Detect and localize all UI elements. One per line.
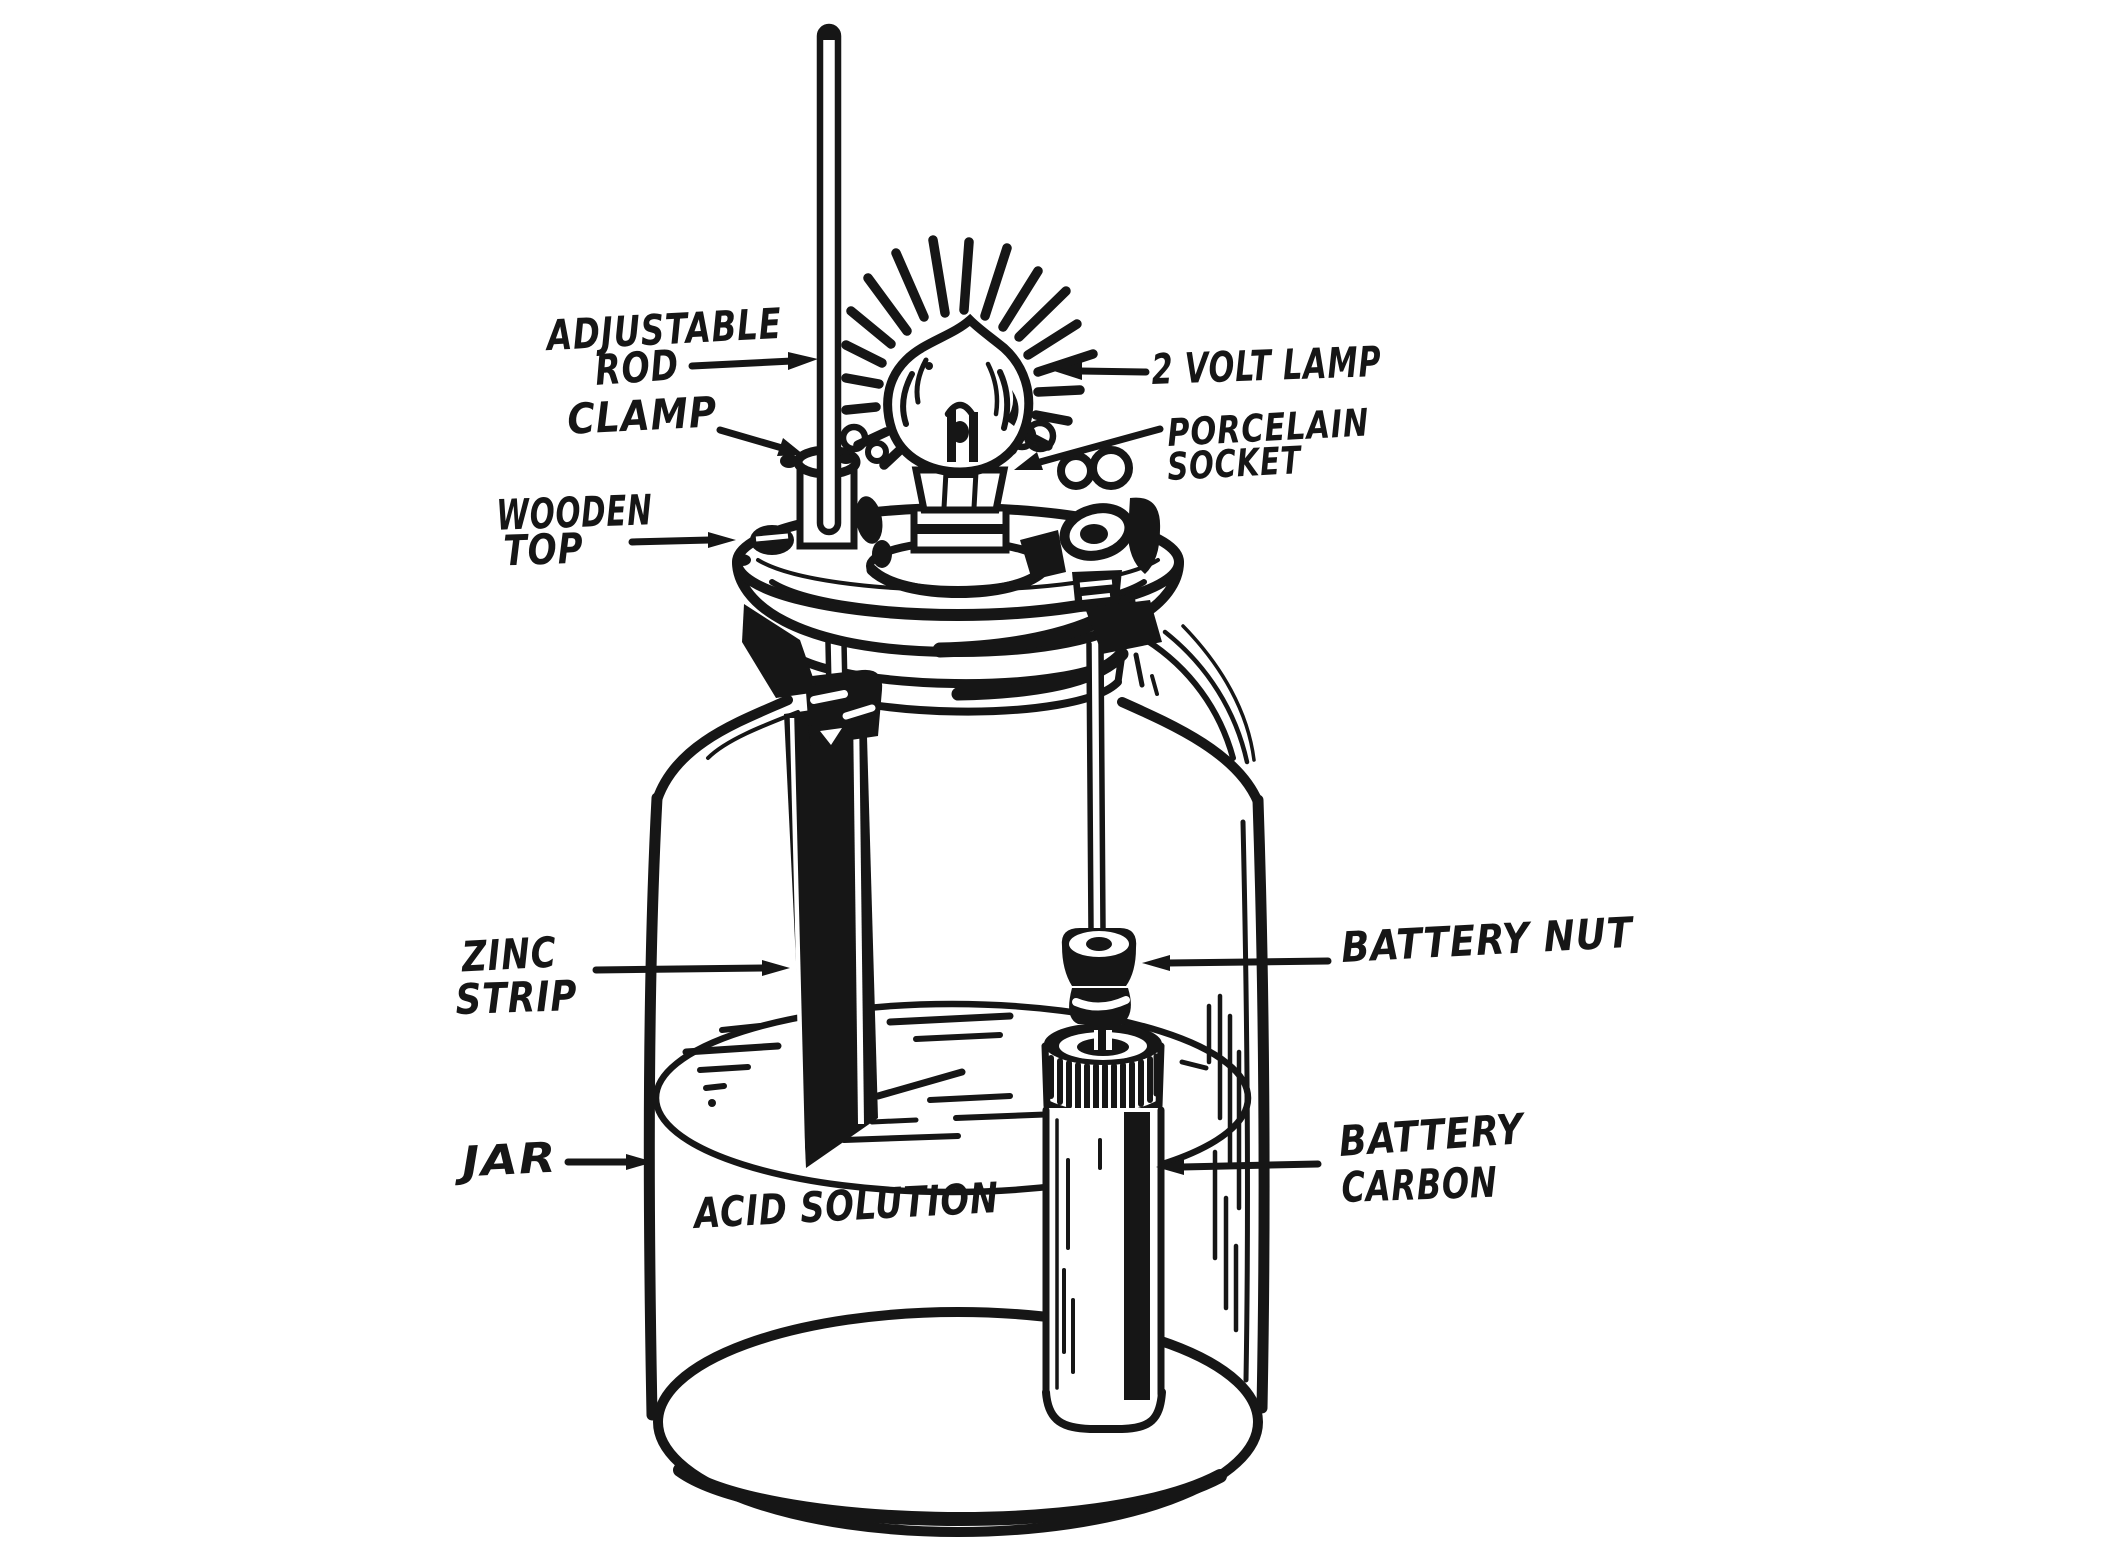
- lamp-rays: [841, 235, 1098, 470]
- lamp: [841, 235, 1098, 477]
- battery-carbon-arrow: [1156, 1159, 1322, 1175]
- jar-arrow: [564, 1154, 654, 1170]
- wire-loops-left: [838, 423, 889, 464]
- label-wooden-top-line2: TOP: [503, 524, 585, 576]
- jar-wall-shading: [1206, 993, 1242, 1333]
- binding-post-shadow: [1085, 600, 1162, 654]
- label-battery-carbon-line1: BATTERY: [1337, 1104, 1527, 1166]
- zinc-strip-bolt: [803, 669, 883, 758]
- knurl-ribs: [1048, 1053, 1159, 1113]
- label-porcelain-socket-line1: PORCELAIN: [1166, 400, 1370, 455]
- ripple-marks: [682, 1012, 1209, 1143]
- lamp-bulb: [883, 313, 1034, 477]
- binding-post: [1057, 446, 1162, 654]
- disc-screw-left: [733, 525, 794, 566]
- label-acid-solution: ACID SOLUTION: [691, 1173, 1001, 1238]
- label-zinc-strip-line1: ZINC: [459, 928, 558, 982]
- label-wooden-top-line1: WOODEN: [496, 485, 654, 539]
- label-zinc-strip-line2: STRIP: [455, 971, 579, 1024]
- adjustable-rod: [816, 23, 842, 536]
- wooden-top-arrow: [628, 532, 736, 548]
- label-clamp: CLAMP: [566, 387, 718, 444]
- acid-solution-surface: [652, 1000, 1252, 1196]
- battery-nut-arrow: [1142, 955, 1332, 971]
- lamp-filament: [944, 401, 978, 462]
- jar-outline: [643, 624, 1270, 1537]
- label-battery-carbon-line2: CARBON: [1341, 1158, 1499, 1212]
- porcelain-socket-arrow: [1014, 425, 1164, 470]
- two-volt-lamp-arrow: [1054, 362, 1150, 380]
- zinc-strip-assembly: [784, 639, 883, 1168]
- label-porcelain-socket-line2: SOCKET: [1166, 438, 1304, 489]
- callout-arrows: [564, 352, 1332, 1175]
- adjustable-rod-arrow: [688, 352, 818, 370]
- disc-shadow-left: [742, 604, 818, 698]
- carbon-cylinder: [1042, 1106, 1166, 1433]
- label-adjustable-rod-line2: ROD: [593, 340, 680, 395]
- label-battery-nut: BATTERY NUT: [1340, 908, 1636, 972]
- battery-carbon-assembly: [1041, 641, 1166, 1433]
- clamp-arrow: [716, 426, 804, 456]
- jar-shoulder-hatching: [1133, 624, 1256, 765]
- label-two-volt-lamp: 2 VOLT LAMP: [1151, 337, 1383, 394]
- label-jar: JAR: [453, 1133, 558, 1187]
- zinc-strip-arrow: [592, 960, 790, 976]
